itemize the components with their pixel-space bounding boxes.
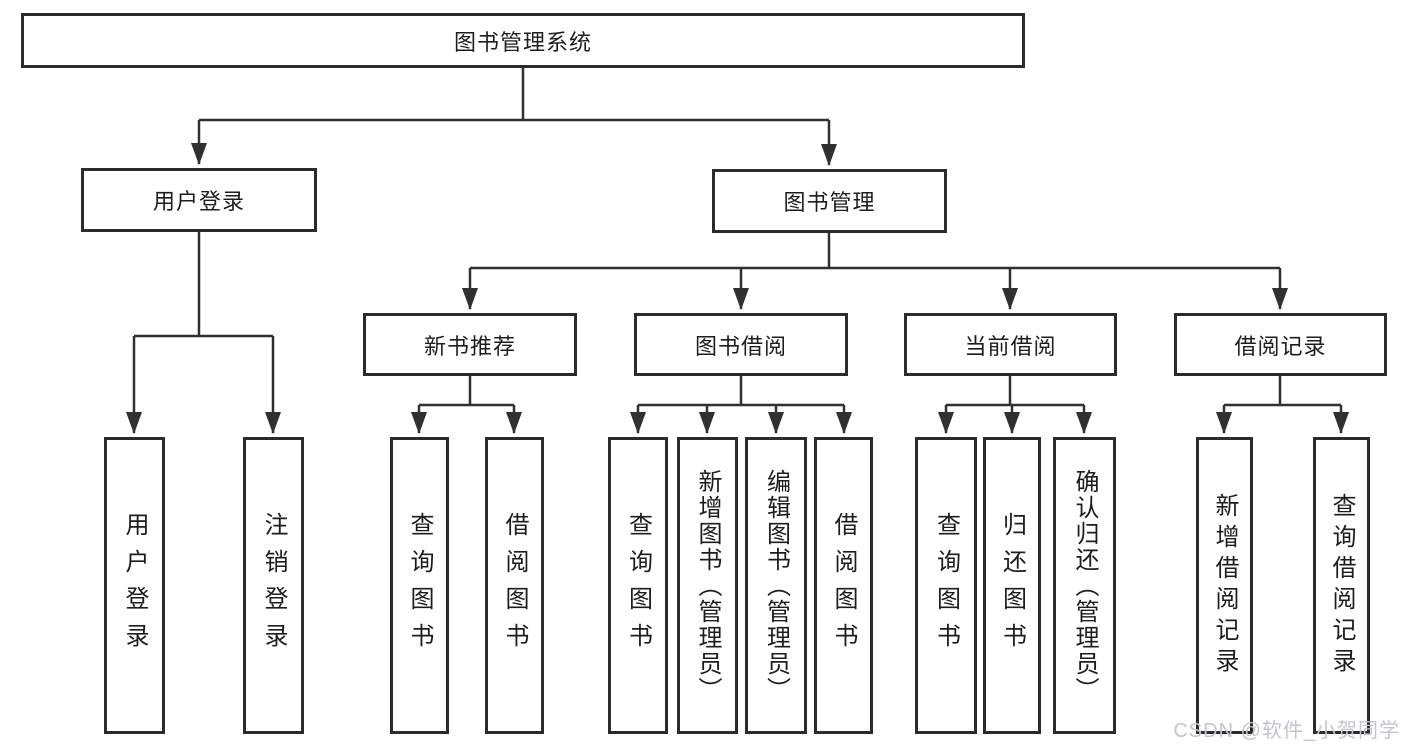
node-label: 新书推荐 — [423, 333, 516, 359]
leaf-confirm-return-admin: 确认归还（管理员） — [1053, 437, 1116, 734]
leaf-label: 确认归还（管理员） — [1071, 468, 1098, 703]
leaf-label: 用户登录 — [121, 511, 148, 660]
node-label: 图书借阅 — [694, 333, 787, 359]
leaf-label: 查询图书 — [406, 511, 433, 660]
node-library-management-system: 图书管理系统 — [21, 13, 1025, 68]
leaf-query-books-current: 查询图书 — [915, 437, 977, 734]
leaf-borrow-books-recommend: 借阅图书 — [485, 437, 544, 734]
leaf-return-books: 归还图书 — [983, 437, 1041, 734]
node-label: 用户登录 — [152, 189, 245, 214]
node-current-borrowing: 当前借阅 — [904, 313, 1117, 376]
leaf-label: 新增借阅记录 — [1211, 492, 1238, 679]
leaf-label: 借阅图书 — [501, 511, 528, 660]
leaf-borrow-books: 借阅图书 — [814, 437, 873, 734]
leaf-label: 注销登录 — [260, 511, 287, 660]
node-label: 借阅记录 — [1234, 333, 1327, 359]
leaf-query-borrow-record: 查询借阅记录 — [1313, 437, 1370, 734]
node-user-login: 用户登录 — [81, 168, 317, 232]
leaf-label: 查询图书 — [932, 511, 960, 660]
leaf-logout: 注销登录 — [243, 437, 304, 734]
leaf-label: 查询图书 — [624, 511, 652, 660]
leaf-label: 新增图书（管理员） — [694, 468, 721, 703]
node-book-management: 图书管理 — [712, 169, 947, 233]
node-book-borrowing: 图书借阅 — [634, 313, 848, 376]
leaf-add-books-admin: 新增图书（管理员） — [677, 437, 738, 734]
leaf-label: 编辑图书（管理员） — [762, 468, 790, 703]
node-new-book-recommendation: 新书推荐 — [363, 313, 577, 376]
node-label: 图书管理系统 — [453, 29, 592, 55]
node-label: 当前借阅 — [964, 333, 1057, 359]
node-borrowing-records: 借阅记录 — [1174, 313, 1387, 376]
leaf-label: 借阅图书 — [830, 511, 857, 660]
leaf-user-login: 用户登录 — [104, 437, 165, 734]
node-label: 图书管理 — [783, 190, 876, 215]
leaf-query-books-recommend: 查询图书 — [390, 437, 449, 734]
leaf-label: 归还图书 — [998, 511, 1026, 660]
leaf-edit-books-admin: 编辑图书（管理员） — [745, 437, 807, 734]
leaf-query-books-borrow: 查询图书 — [608, 437, 668, 734]
leaf-add-borrow-record: 新增借阅记录 — [1196, 437, 1253, 734]
leaf-label: 查询借阅记录 — [1328, 492, 1355, 679]
csdn-watermark: CSDN @软件_小贺同学 — [1173, 720, 1400, 742]
